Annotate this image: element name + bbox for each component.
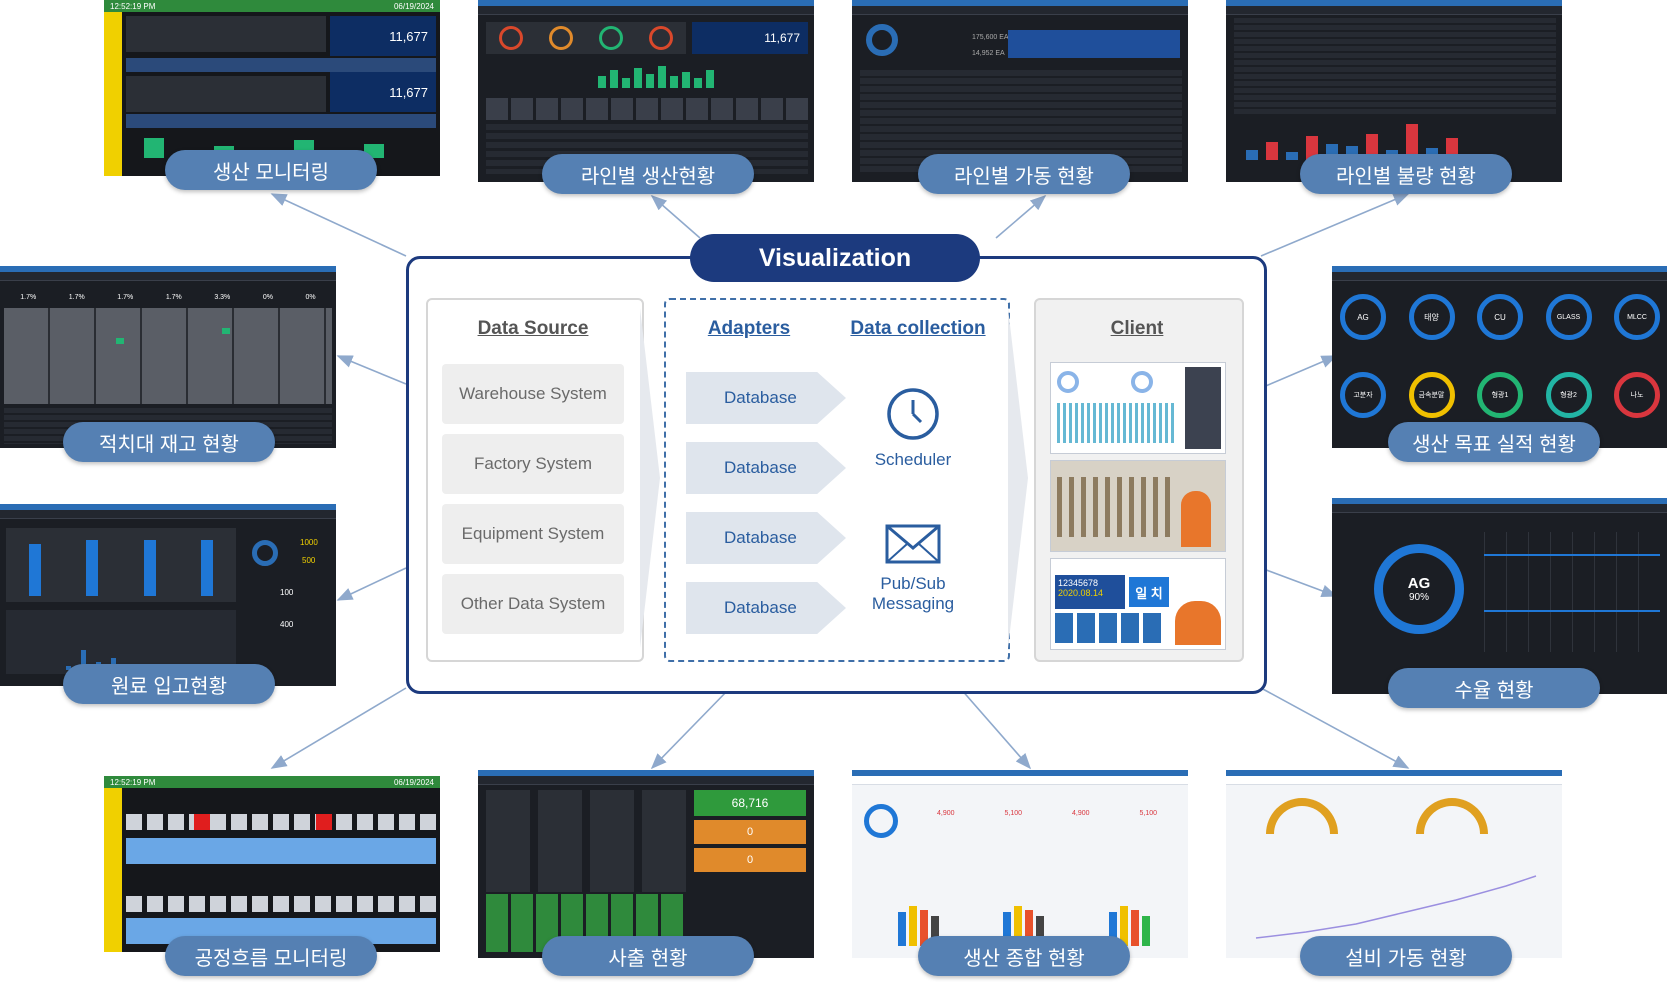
screen-target-performance: AG 태양 CU GLASS MLCC 고분자 금속분말 형광1 형광2 나노: [1332, 266, 1667, 448]
plan-value: 175,600: [972, 34, 998, 41]
screen-production-monitoring: 12:52:19 PM 06/19/2024 11,677 11,677: [104, 0, 440, 176]
clock-icon: [887, 388, 939, 440]
data-collection-heading: Data collection: [850, 318, 986, 339]
data-source-heading: Data Source: [477, 318, 589, 339]
label-line-production: 라인별 생산현황: [542, 154, 754, 194]
label-line-defect: 라인별 불량 현황: [1300, 154, 1512, 194]
client-dashboard-image: [1050, 362, 1226, 454]
label-production-monitoring: 생산 모니터링: [165, 150, 377, 190]
screen-raw-material: 1000 500 100 400: [0, 504, 336, 686]
gauge-value: 90%: [1408, 592, 1429, 603]
label-rack-inventory: 적치대 재고 현황: [63, 422, 275, 462]
arrow-to-yield: [1260, 567, 1338, 597]
data-source-item: Other Data System: [442, 574, 624, 634]
kpi-value: 0: [694, 848, 806, 872]
date-text: 06/19/2024: [393, 777, 434, 787]
label-equipment-operation: 설비 가동 현황: [1300, 936, 1512, 976]
kpi-value: 68,716: [694, 790, 806, 816]
kpi-value: 11,677: [330, 72, 436, 112]
kpi-value: 11,677: [692, 22, 808, 54]
date-text: 06/19/2024: [393, 1, 434, 11]
screen-line-operation: 175,600 EA 14,952 EA: [852, 0, 1188, 182]
pubsub-label-line2: Messaging: [871, 594, 955, 613]
envelope-icon: [885, 524, 941, 564]
client-signage-image: 12345678 2020.08.14 일 치: [1050, 558, 1226, 650]
database-adapter: Database: [686, 372, 846, 424]
database-adapter: Database: [686, 512, 846, 564]
database-adapter: Database: [686, 582, 846, 634]
client-heading: Client: [1110, 318, 1164, 339]
arrow-to-rack-inventory: [336, 355, 407, 385]
screen-production-overview: 4,900 5,100 4,900 5,100: [852, 770, 1188, 958]
data-source-item: Warehouse System: [442, 364, 624, 424]
client-factory-image: [1050, 460, 1226, 552]
clock-time: 12:52:19 PM: [110, 1, 156, 11]
label-line-operation: 라인별 가동 현황: [918, 154, 1130, 194]
label-target-performance: 생산 목표 실적 현황: [1388, 422, 1600, 462]
arrow-to-raw-material: [336, 567, 407, 601]
database-adapter: Database: [686, 442, 846, 494]
header-bar: 12:52:19 PM 06/19/2024: [104, 776, 440, 788]
arrow-to-process-flow: [270, 687, 407, 769]
screen-equipment-operation: [1226, 770, 1562, 958]
kpi-value: 0: [694, 820, 806, 844]
label-yield: 수율 현황: [1388, 668, 1600, 708]
screen-line-defect: [1226, 0, 1562, 182]
gauge-name: AG: [1407, 575, 1431, 592]
arrow-to-equipment-operation: [1260, 687, 1410, 769]
screen-injection: 68,716 0 0: [478, 770, 814, 958]
arrow-to-target-performance: [1260, 355, 1338, 389]
label-injection: 사출 현황: [542, 936, 754, 976]
screen-process-flow: 12:52:19 PM 06/19/2024: [104, 776, 440, 952]
label-production-overview: 생산 종합 현황: [918, 936, 1130, 976]
pubsub-label-line1: Pub/Sub: [880, 574, 946, 593]
arrow-to-production-monitoring: [270, 193, 407, 257]
arrow-to-production-overview: [959, 687, 1032, 770]
arrow-to-line-defect: [1260, 193, 1410, 257]
label-process-flow: 공정흐름 모니터링: [165, 936, 377, 976]
adapters-heading: Adapters: [707, 318, 791, 339]
scheduler-label: Scheduler: [874, 450, 952, 469]
visualization-title: Visualization: [690, 234, 980, 282]
clock-time: 12:52:19 PM: [110, 777, 156, 787]
kpi-value: 11,677: [330, 16, 436, 56]
actual-value: 14,952: [972, 50, 994, 57]
label-raw-material: 원료 입고현황: [63, 664, 275, 704]
data-source-item: Equipment System: [442, 504, 624, 564]
screen-rack-inventory: 1.7% 1.7% 1.7% 1.7% 3.3% 0% 0%: [0, 266, 336, 448]
header-bar: 12:52:19 PM 06/19/2024: [104, 0, 440, 12]
data-source-item: Factory System: [442, 434, 624, 494]
arrow-to-line-production: [650, 194, 701, 239]
arrow-to-line-operation: [995, 194, 1047, 239]
arrow-to-injection: [650, 687, 731, 770]
screen-yield: AG 90%: [1332, 498, 1667, 694]
